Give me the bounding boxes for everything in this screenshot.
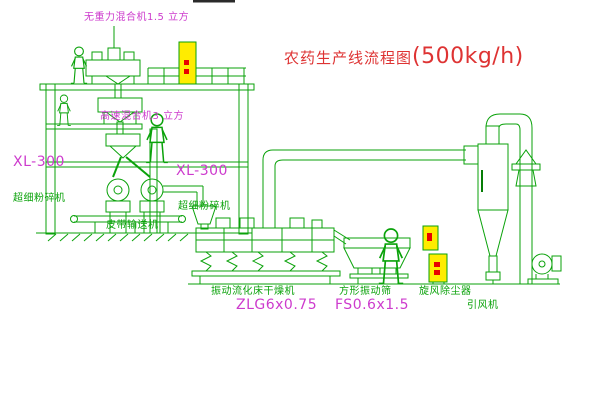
cyclone-separator [463,125,509,284]
exhaust-duct [262,149,466,228]
label-dryer-name: 振动流化床干燥机 [211,286,295,297]
high-speed-mixer [97,97,143,135]
label-mill-left-name: 超细粉碎机 [13,193,66,204]
diagram-title: 农药生产线流程图(500kg/h) [284,44,524,69]
gravity-free-mixer [85,26,141,99]
label-mill-right-model: XL-300 [176,163,228,179]
label-cyclone-name: 旋风除尘器 [419,286,472,297]
building-structure [36,67,255,242]
control-cabinet-upper-right [422,225,439,251]
worker-figure-roof [70,46,88,84]
label-mill-left-model: XL-300 [13,154,65,170]
vibrating-sieve [333,229,411,284]
control-cabinet-roof [178,41,197,85]
worker-figure-second-floor [56,94,72,126]
label-sieve-model: FS0.6x1.5 [335,297,410,313]
dryer-feed-hopper [191,205,217,230]
diagram-title-text: 农药生产线流程图 [284,49,413,67]
label-fan-name: 引风机 [467,300,499,311]
intermediate-hopper [105,133,151,178]
top-edge-artifact [193,0,235,3]
diagram-title-capacity: (500kg/h) [412,44,524,69]
induced-draft-fan [527,253,562,285]
fluid-bed-dryer [191,217,341,284]
label-sieve-name: 方形振动筛 [339,286,392,297]
label-high-speed-mixer: 高速混合机3 立方 [100,111,185,122]
control-cabinet-lower-right [428,253,448,284]
outlet-elbow-duct [485,113,533,284]
transfer-duct [163,185,204,206]
label-belt-conveyor: 皮带输送机 [106,220,159,231]
worker-figure-sieve [377,228,405,285]
label-mill-right-name: 超细粉碎机 [178,201,231,212]
exhaust-stack-cap [511,149,541,187]
label-dryer-model: ZLG6x0.75 [236,297,318,313]
label-gravity-mixer: 无重力混合机1.5 立方 [84,12,190,23]
belt-conveyor [70,215,186,233]
